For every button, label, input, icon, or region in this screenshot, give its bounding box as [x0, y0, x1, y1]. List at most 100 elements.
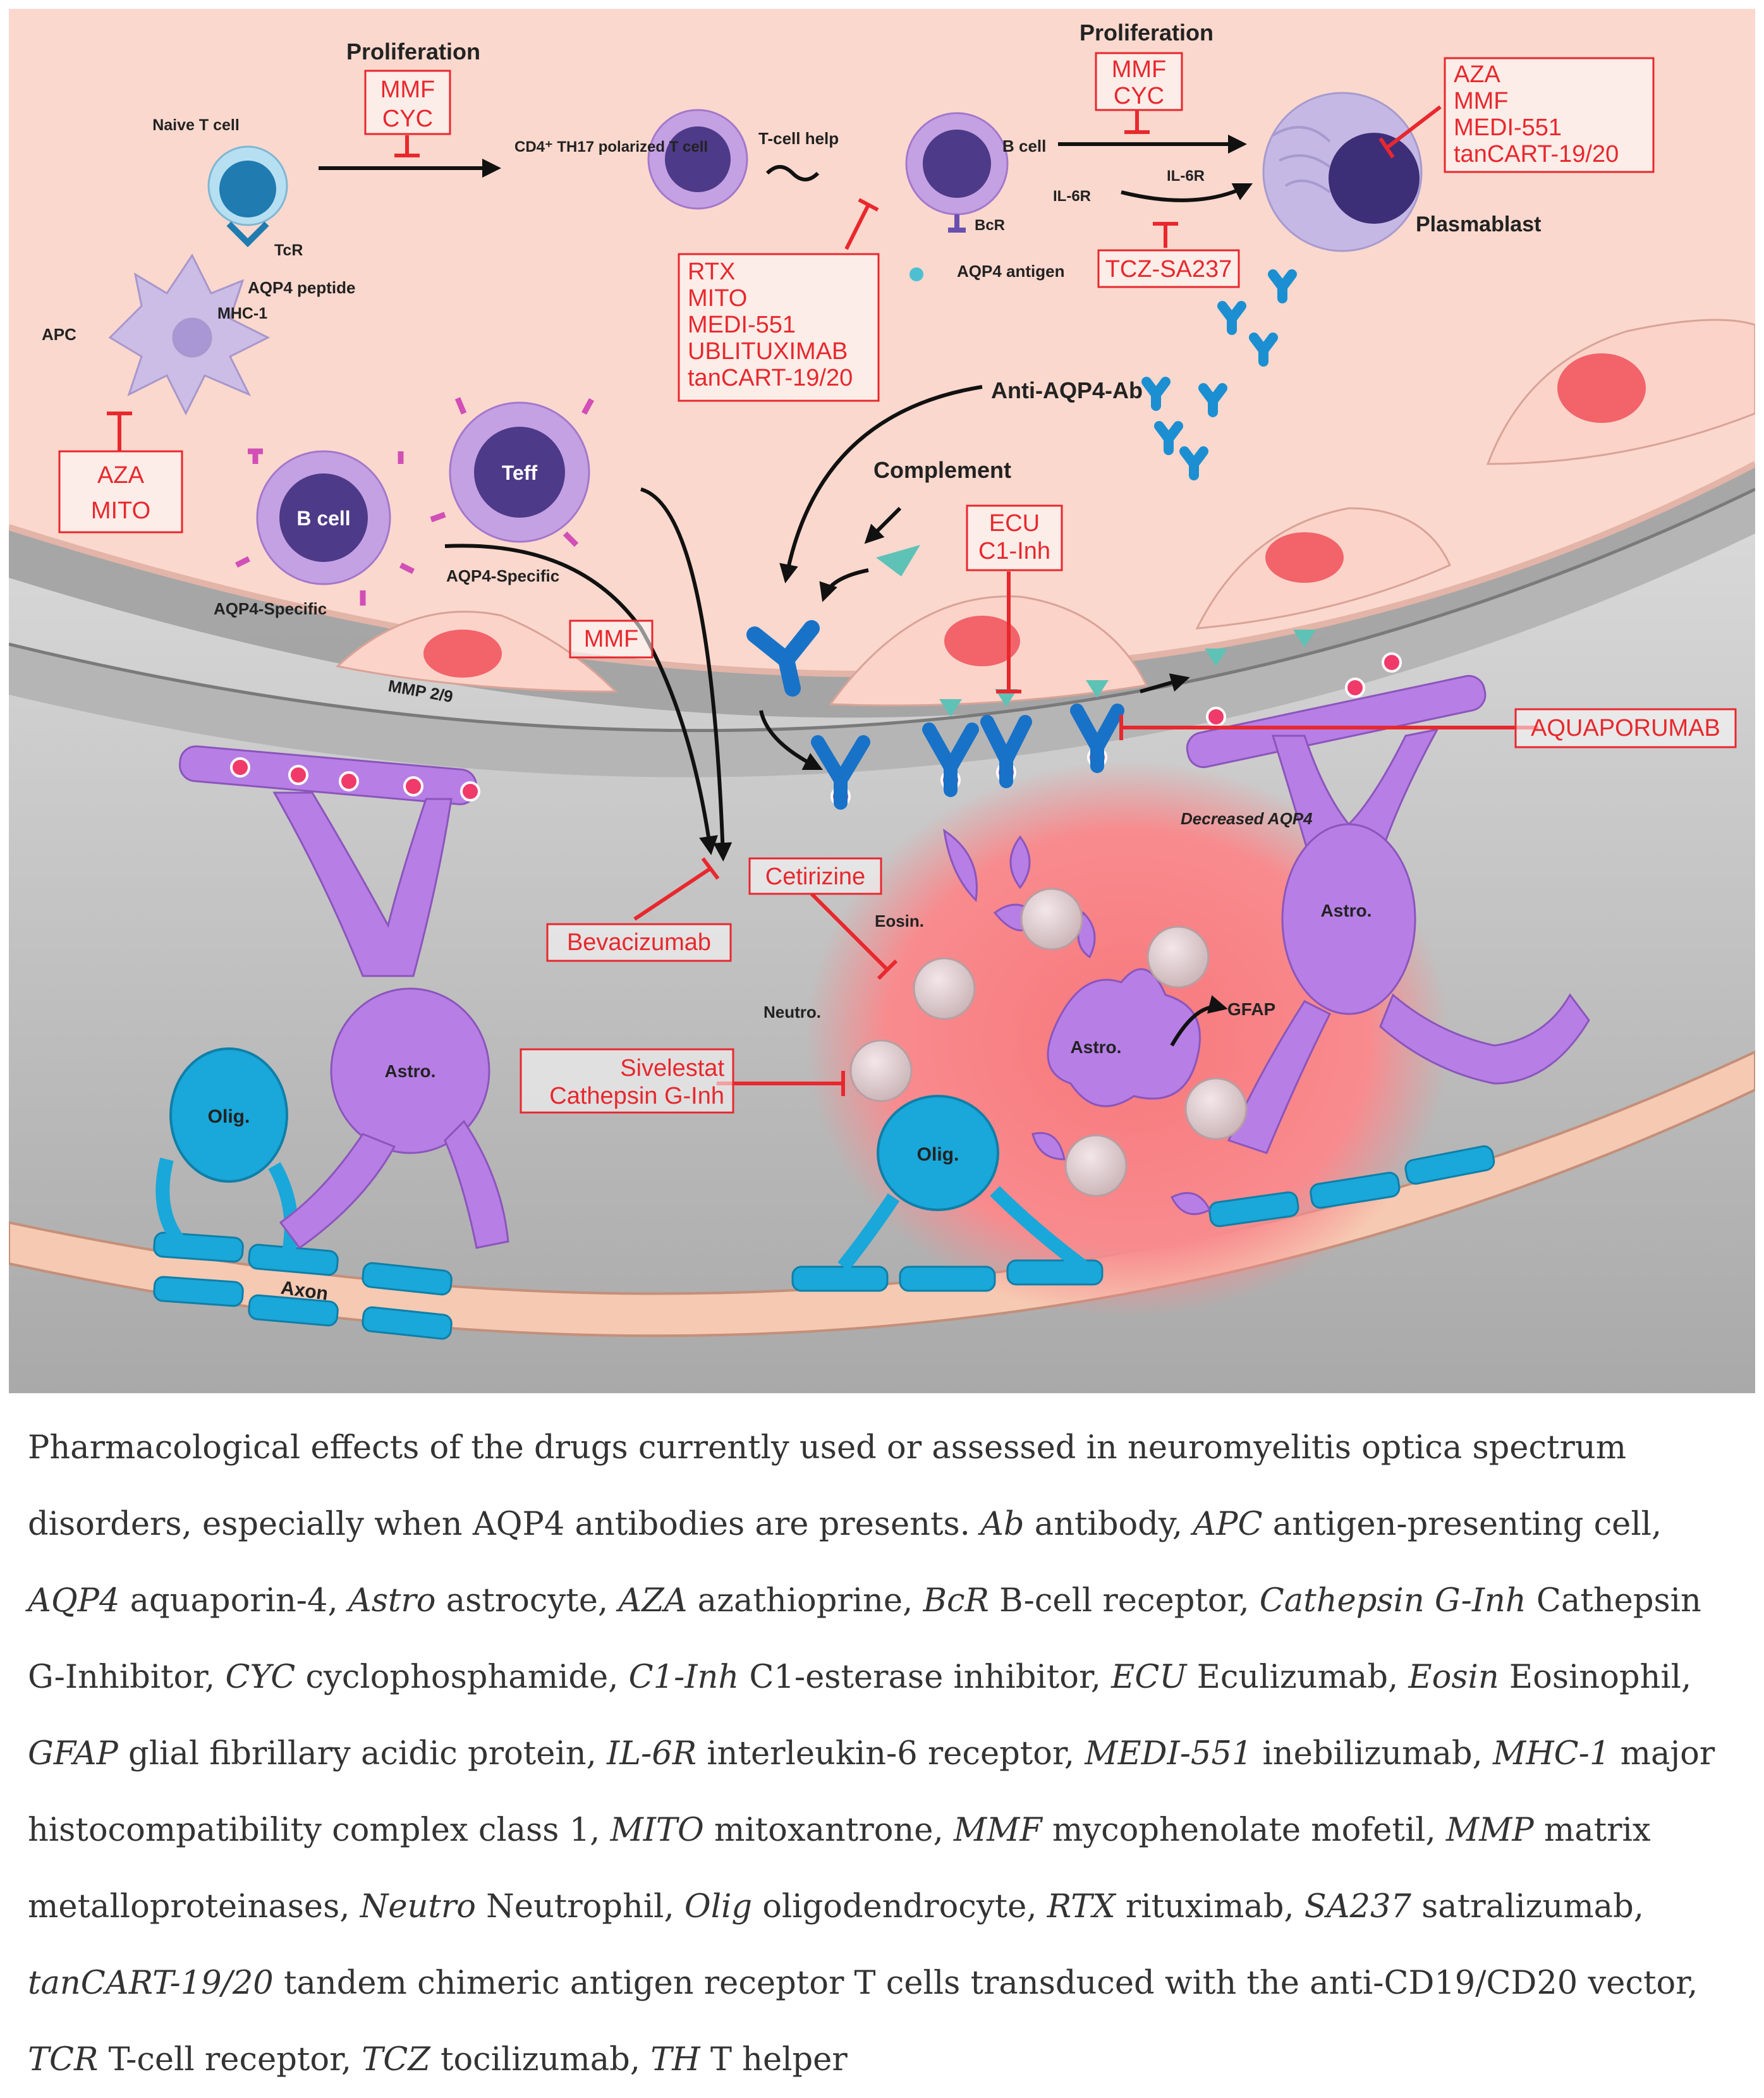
drug-box-bcell: RTX MITO MEDI-551 UBLITUXIMAB tanCART-19… [678, 253, 880, 402]
label-astro: Astro. [385, 1061, 436, 1081]
caption-text: glial fibrillary acidic protein, [118, 1735, 607, 1772]
drug-sivelestat: Sivelestat [620, 1055, 724, 1082]
drug-aquaporumab: AQUAPORUMAB [1531, 715, 1720, 741]
caption-abbreviation: IL-6R [607, 1735, 697, 1772]
caption-abbreviation: MEDI-551 [1085, 1735, 1253, 1772]
caption-text: mycophenolate mofetil, [1042, 1812, 1446, 1849]
label-astro: Astro. [1321, 901, 1372, 920]
lesion-granulocytes [849, 887, 1248, 1197]
caption-text: aquaporin-4, [119, 1582, 348, 1619]
label-proliferation: Proliferation [346, 39, 480, 64]
label-plasmablast: Plasmablast [1416, 212, 1541, 236]
caption-abbreviation: SA237 [1304, 1888, 1411, 1925]
label-aqp4-antigen: AQP4 antigen [957, 262, 1064, 281]
label-b-cell: B cell [1002, 137, 1046, 156]
caption-text: inebilizumab, [1252, 1735, 1493, 1772]
b-cell-top [905, 112, 1009, 281]
drug-box-ecu: ECU C1-Inh [966, 504, 1063, 571]
th17-cell [647, 109, 748, 210]
caption-text: rituximab, [1115, 1888, 1305, 1925]
caption-abbreviation: MITO [610, 1812, 704, 1849]
caption-text: matrix metalloproteinases, [28, 1812, 1651, 1925]
caption-text: major histocompatibility complex class 1… [28, 1735, 1715, 1849]
caption-abbreviation: Cathepsin G-Inh [1259, 1582, 1526, 1619]
caption-abbreviation: MMP [1445, 1812, 1534, 1849]
drug-box-aquaporumab: AQUAPORUMAB [1514, 708, 1737, 748]
caption-abbreviation: tanCART-19/20 [28, 1965, 274, 2002]
free-antibody-large [746, 620, 820, 697]
drug-mmf: MMF [584, 626, 639, 652]
drug-box-bevacizumab: Bevacizumab [546, 923, 732, 962]
drug-c1-inh: C1-Inh [978, 538, 1050, 564]
caption-text: antibody, [1024, 1506, 1193, 1543]
drug-box-mmf-cyc-1: MMF CYC [364, 70, 451, 135]
drug-cathepsin-g-inh: Cathepsin G-Inh [549, 1083, 724, 1109]
caption-text: Pharmacological effects of the drugs cur… [28, 1429, 1627, 1543]
drug-tancart: tanCART-19/20 [688, 365, 853, 391]
caption-abbreviation: AQP4 [28, 1582, 120, 1619]
drug-box-tcz: TCZ-SA237 [1097, 249, 1240, 288]
caption-abbreviation: Eosin [1408, 1659, 1499, 1696]
caption-abbreviation: MMF [953, 1812, 1042, 1849]
drug-box-sivelestat: Sivelestat Cathepsin G-Inh [520, 1048, 734, 1114]
caption-text: T helper [700, 2041, 848, 2078]
caption-text: B-cell receptor, [988, 1582, 1260, 1619]
label-il6r: IL-6R [1053, 188, 1091, 205]
plasmablast-cell [1262, 92, 1423, 252]
caption-text: cyclophosphamide, [295, 1659, 629, 1696]
label-tcr: TcR [274, 241, 303, 259]
label-gfap: GFAP [1227, 999, 1275, 1019]
caption-abbreviation: GFAP [28, 1735, 118, 1772]
endothelial-cells [335, 319, 1755, 707]
caption-text: azathioprine, [687, 1582, 923, 1619]
label-aqp4-specific: AQP4-Specific [446, 566, 559, 585]
teff-cell [430, 397, 594, 547]
label-aqp4-peptide: AQP4 peptide [248, 278, 355, 297]
drug-ecu: ECU [989, 510, 1040, 537]
astrocyte-right [1186, 674, 1590, 1154]
caption-text: satralizumab, [1411, 1888, 1644, 1925]
caption-abbreviation: Neutro [360, 1888, 476, 1925]
label-anti-aqp4-ab: Anti-AQP4-Ab [991, 377, 1143, 403]
label-neutro: Neutro. [763, 1003, 821, 1022]
label-olig: Olig. [917, 1144, 959, 1165]
drug-mito: MITO [91, 497, 150, 524]
label-il6r: IL-6R [1167, 168, 1205, 185]
caption-abbreviation: RTX [1047, 1888, 1116, 1925]
oligodendrocyte-lesion [837, 1095, 1088, 1272]
caption-text: Eculizumab, [1186, 1659, 1409, 1696]
drug-box-mmf: MMF [569, 619, 654, 659]
label-bcr: BcR [975, 217, 1005, 234]
caption-abbreviation: TCZ [362, 2041, 430, 2078]
caption-abbreviation: BcR [923, 1582, 989, 1619]
caption-text: astrocyte, [435, 1582, 619, 1619]
black-arrows [319, 135, 1253, 1047]
caption-text: oligodendrocyte, [752, 1888, 1047, 1925]
caption-text: Cathepsin G-Inhibitor, [28, 1582, 1701, 1696]
drug-ublituximab: UBLITUXIMAB [688, 338, 848, 365]
label-decreased-aqp4: Decreased AQP4 [1181, 809, 1313, 828]
drug-cyc: CYC [382, 106, 433, 132]
drug-tancart: tanCART-19/20 [1454, 141, 1619, 168]
drug-mmf: MMF [380, 76, 435, 103]
endothelial-band [9, 489, 1755, 778]
label-eosin: Eosin. [875, 912, 924, 930]
drug-medi-551: MEDI-551 [688, 312, 796, 338]
drug-rtx: RTX [688, 259, 735, 285]
drug-box-plasmablast: AZA MMF MEDI-551 tanCART-19/20 [1444, 57, 1655, 173]
drug-box-apc: AZA MITO [58, 450, 183, 534]
drug-aza: AZA [1454, 61, 1501, 88]
drug-mmf: MMF [1454, 88, 1509, 114]
apc-cell [108, 253, 271, 416]
caption-text: antigen-presenting cell, [1262, 1506, 1662, 1543]
drug-medi-551: MEDI-551 [1454, 114, 1562, 141]
drug-aza: AZA [97, 462, 145, 489]
caption-abbreviation: AZA [618, 1582, 688, 1619]
drug-cetirizine: Cetirizine [765, 863, 865, 890]
label-naive-t-cell: Naive T cell [152, 116, 240, 134]
drug-bevacizumab: Bevacizumab [567, 929, 711, 956]
caption-abbreviation: Astro [348, 1582, 436, 1619]
caption-text: interleukin-6 receptor, [696, 1735, 1085, 1772]
label-t-cell-help: T-cell help [758, 129, 839, 148]
caption-abbreviation: APC [1193, 1506, 1263, 1543]
